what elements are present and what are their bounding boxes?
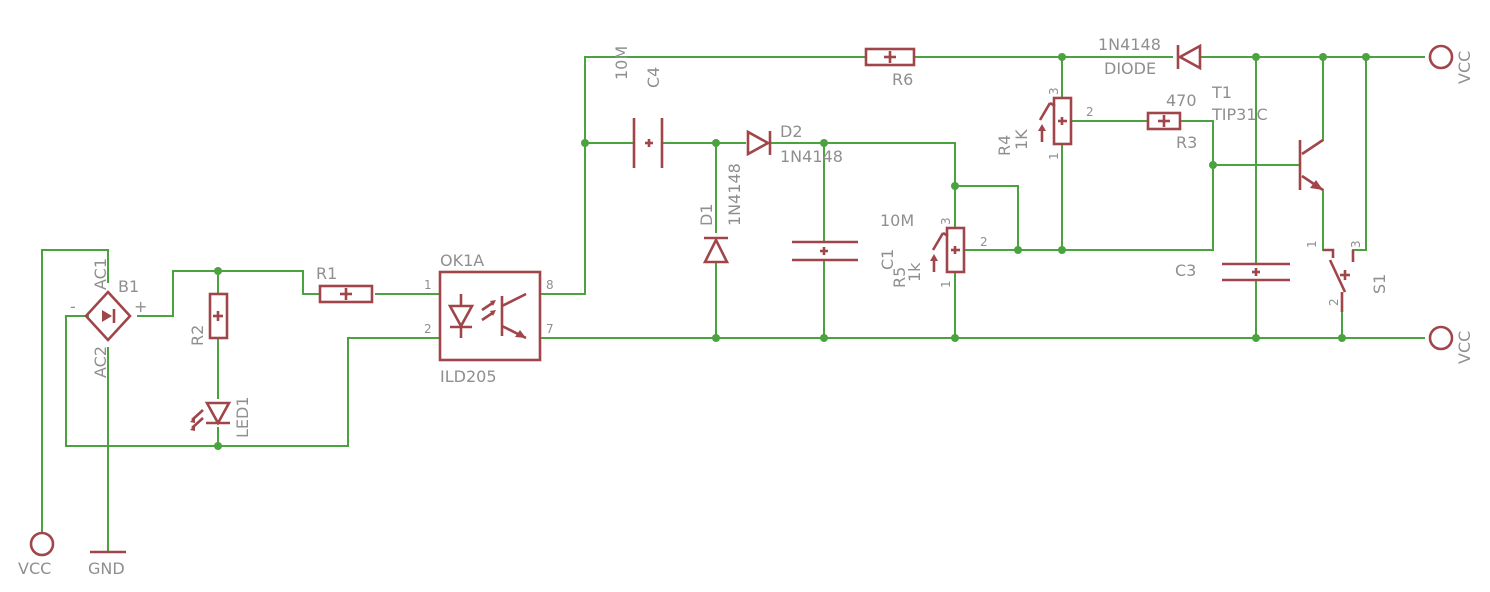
svg-text:1k: 1k [905, 262, 924, 282]
junctions [214, 53, 1370, 450]
svg-text:10M: 10M [880, 211, 914, 230]
svg-text:10M: 10M [612, 46, 631, 80]
supply-vcc-top-right: VCC [1428, 44, 1474, 84]
svg-text:2: 2 [1086, 105, 1094, 119]
svg-text:TIP31C: TIP31C [1211, 105, 1268, 124]
svg-text:1: 1 [1305, 240, 1319, 248]
svg-text:1: 1 [424, 278, 432, 292]
svg-text:1N4148: 1N4148 [725, 163, 744, 226]
resistor-r2: R2 [188, 292, 229, 346]
svg-text:3: 3 [939, 217, 953, 225]
diode-d2: D2 1N4148 [746, 122, 843, 166]
svg-text:C1: C1 [878, 249, 897, 270]
svg-text:OK1A: OK1A [440, 251, 484, 270]
svg-text:1: 1 [1047, 152, 1061, 160]
svg-text:DIODE: DIODE [1104, 59, 1156, 78]
potentiometer-r4: R4 1K 3 2 1 [995, 87, 1094, 160]
svg-text:C3: C3 [1175, 261, 1196, 280]
svg-text:R6: R6 [892, 70, 913, 89]
switch-s1: S1 1 3 2 [1305, 240, 1389, 312]
svg-text:B1: B1 [118, 277, 139, 296]
svg-text:R5: R5 [890, 267, 909, 288]
resistor-r6: R6 [864, 47, 916, 89]
svg-text:2: 2 [424, 322, 432, 336]
resistor-r3: 470 R3 [1146, 91, 1197, 152]
svg-text:AC1: AC1 [91, 258, 110, 290]
svg-text:+: + [134, 297, 147, 316]
svg-text:-: - [70, 297, 76, 316]
svg-text:ILD205: ILD205 [440, 367, 497, 386]
capacitor-c3: C3 [1175, 261, 1290, 282]
svg-text:R3: R3 [1176, 133, 1197, 152]
optocoupler-ok1a: OK1A ILD205 1 2 8 7 [424, 251, 554, 386]
wires [41, 56, 1425, 551]
svg-text:S1: S1 [1370, 274, 1389, 294]
svg-text:VCC: VCC [1455, 51, 1474, 84]
supply-gnd: GND [88, 550, 126, 578]
svg-text:AC2: AC2 [91, 346, 110, 378]
supply-vcc-bottom-right: VCC [1428, 325, 1474, 364]
svg-text:R2: R2 [188, 325, 207, 346]
svg-text:R1: R1 [316, 264, 337, 283]
svg-text:GND: GND [88, 559, 125, 578]
svg-text:1N4148: 1N4148 [1098, 35, 1161, 54]
diode-top-rail: 1N4148 DIODE [1098, 35, 1202, 78]
svg-text:7: 7 [546, 322, 554, 336]
svg-text:3: 3 [1349, 240, 1363, 248]
svg-text:1: 1 [939, 280, 953, 288]
svg-text:VCC: VCC [1455, 331, 1474, 364]
svg-text:1N4148: 1N4148 [780, 147, 843, 166]
svg-text:D1: D1 [697, 204, 716, 227]
svg-text:3: 3 [1047, 87, 1061, 95]
svg-text:8: 8 [546, 278, 554, 292]
svg-text:C4: C4 [644, 67, 663, 88]
svg-text:R4: R4 [995, 135, 1014, 156]
svg-text:T1: T1 [1211, 83, 1232, 102]
supply-vcc-bottom-left: VCC [18, 531, 55, 578]
capacitor-c4: 10M C4 [612, 46, 664, 168]
svg-text:LED1: LED1 [233, 396, 252, 438]
resistor-r1: R1 [316, 264, 374, 304]
led-led1: LED1 [190, 396, 252, 438]
svg-text:D2: D2 [780, 122, 803, 141]
svg-text:1K: 1K [1012, 129, 1031, 150]
svg-text:2: 2 [1327, 298, 1341, 306]
capacitor-c1: 10M C1 [792, 211, 914, 270]
svg-text:470: 470 [1166, 91, 1197, 110]
svg-text:2: 2 [980, 235, 988, 249]
svg-text:VCC: VCC [18, 559, 51, 578]
diode-d1: D1 1N4148 [697, 163, 744, 264]
potentiometer-r5: R5 1k 3 2 1 [890, 217, 988, 288]
bridge-rectifier-b1: B1 + - AC1 AC2 [70, 258, 147, 378]
transistor-t1: T1 TIP31C [1211, 83, 1324, 192]
